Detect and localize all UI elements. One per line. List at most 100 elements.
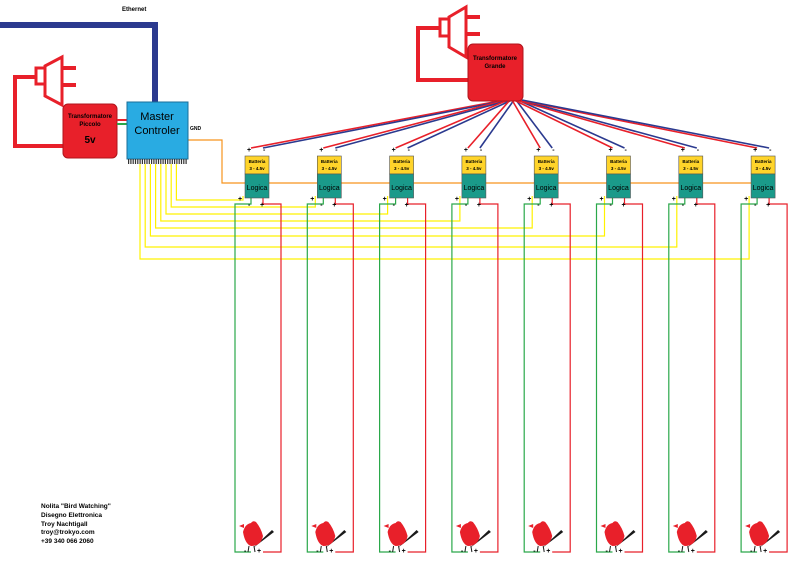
bird-body [604, 521, 625, 546]
bird-plus-sign: + [329, 548, 333, 555]
battery-plus-sign: + [392, 147, 396, 154]
battery-voltage: 3 - 4.5v [322, 166, 338, 171]
bird-body [459, 521, 480, 546]
bird-leg [753, 545, 756, 553]
bird-leg [542, 545, 545, 553]
bird-minus-sign: - [389, 548, 392, 555]
logic-control-wire [155, 164, 533, 229]
credits-line: Troy Nachtigall [41, 520, 88, 528]
bird-body [315, 521, 336, 546]
loop-plus-sign: + [405, 202, 409, 209]
credits-line: +39 340 066 2060 [41, 538, 94, 546]
red-loop-wire [623, 198, 644, 553]
battery-voltage: 3 - 4.5v [394, 166, 410, 171]
logic-box [606, 173, 631, 199]
battery-label: Batteria [321, 159, 338, 164]
bird-leg [398, 545, 401, 553]
bird-plus-sign: + [257, 548, 261, 555]
credits-block: Nolita "Bird Watching" Disegno Elettroni… [41, 503, 111, 547]
bird-minus-sign: - [461, 548, 464, 555]
bird-minus-sign: - [678, 548, 681, 555]
green-loop-wires [234, 198, 758, 553]
master-controller: Master Controler [126, 101, 189, 164]
battery-minus-sign: - [697, 147, 700, 154]
battery-minus-sign: - [625, 147, 628, 154]
bird-beak [383, 524, 389, 528]
green-loop-wire [668, 198, 686, 553]
battery-positive-wire [517, 99, 758, 149]
green-loop-wire [306, 198, 324, 553]
credits-line: Disegno Elettronica [41, 511, 103, 519]
bird-body [387, 521, 408, 546]
battery-voltage: 3 - 4.5v [466, 166, 482, 171]
battery-negative-wire [517, 99, 625, 149]
credits-line: troy@trokyo.com [41, 529, 95, 537]
logic-label: Logica [608, 185, 629, 192]
logic-box [678, 173, 704, 199]
bird-beak [311, 524, 317, 528]
green-loop-wire [523, 198, 541, 553]
bird-body [243, 521, 263, 546]
bird-leg [464, 545, 467, 553]
battery-label: Batteria [538, 159, 555, 164]
logic-plus-sign: + [310, 196, 314, 203]
bird-beak [672, 524, 678, 528]
loop-minus-sign: - [537, 202, 540, 209]
master-pin [174, 159, 176, 164]
red-loop-wire [696, 198, 716, 553]
bird-beak [745, 524, 751, 528]
loop-minus-sign: - [320, 202, 323, 209]
battery-voltage: 3 - 4.5v [683, 166, 699, 171]
logic-control-wire [160, 164, 461, 222]
red-loop-wire [407, 198, 427, 553]
gnd-orange-wire [188, 139, 752, 184]
master-pin [153, 159, 155, 164]
master-pin [144, 159, 146, 164]
logic-control-wire [175, 164, 244, 201]
battery-negative-wire [519, 99, 698, 149]
battery-negative-wire [515, 99, 553, 149]
battery-minus-sign: - [552, 147, 555, 154]
logic-plus-sign: + [672, 196, 676, 203]
logic-signal-wires [139, 164, 750, 260]
green-loop-wire [740, 198, 758, 553]
gnd-label: GND [190, 126, 202, 132]
battery-label: Batteria [393, 159, 410, 164]
battery-minus-sign: - [480, 147, 483, 154]
logic-plus-sign: + [744, 196, 748, 203]
master-title: Master [140, 111, 174, 123]
loop-minus-sign: - [682, 202, 685, 209]
battery-label: Batteria [466, 159, 483, 164]
bird-leg [615, 545, 617, 553]
bird-minus-sign: - [750, 548, 753, 555]
logic-label: Logica [536, 185, 557, 192]
bird-beak [600, 524, 606, 528]
logic-label: Logica [391, 185, 412, 192]
battery-power-wires [250, 99, 770, 149]
bird-leg [325, 545, 328, 553]
loop-plus-sign: + [622, 202, 626, 209]
master-pin [176, 159, 178, 164]
big-transformer-title: Transformatore [473, 56, 518, 62]
red-loop-wire [768, 198, 788, 553]
battery-label: Batteria [755, 159, 772, 164]
logic-box [244, 173, 270, 199]
logic-box [389, 173, 414, 199]
logic-plus-sign: + [455, 196, 459, 203]
big-plug-icon [416, 4, 480, 82]
logic-plus-sign: + [527, 196, 531, 203]
green-loop-wire [379, 198, 397, 553]
logic-control-wire [170, 164, 316, 208]
bird-icon [311, 521, 347, 553]
battery-minus-sign: - [408, 147, 411, 154]
red-loop-wire [262, 198, 282, 553]
master-pin [134, 159, 137, 164]
ethernet-cable [0, 22, 158, 102]
bird-leg [247, 545, 250, 553]
